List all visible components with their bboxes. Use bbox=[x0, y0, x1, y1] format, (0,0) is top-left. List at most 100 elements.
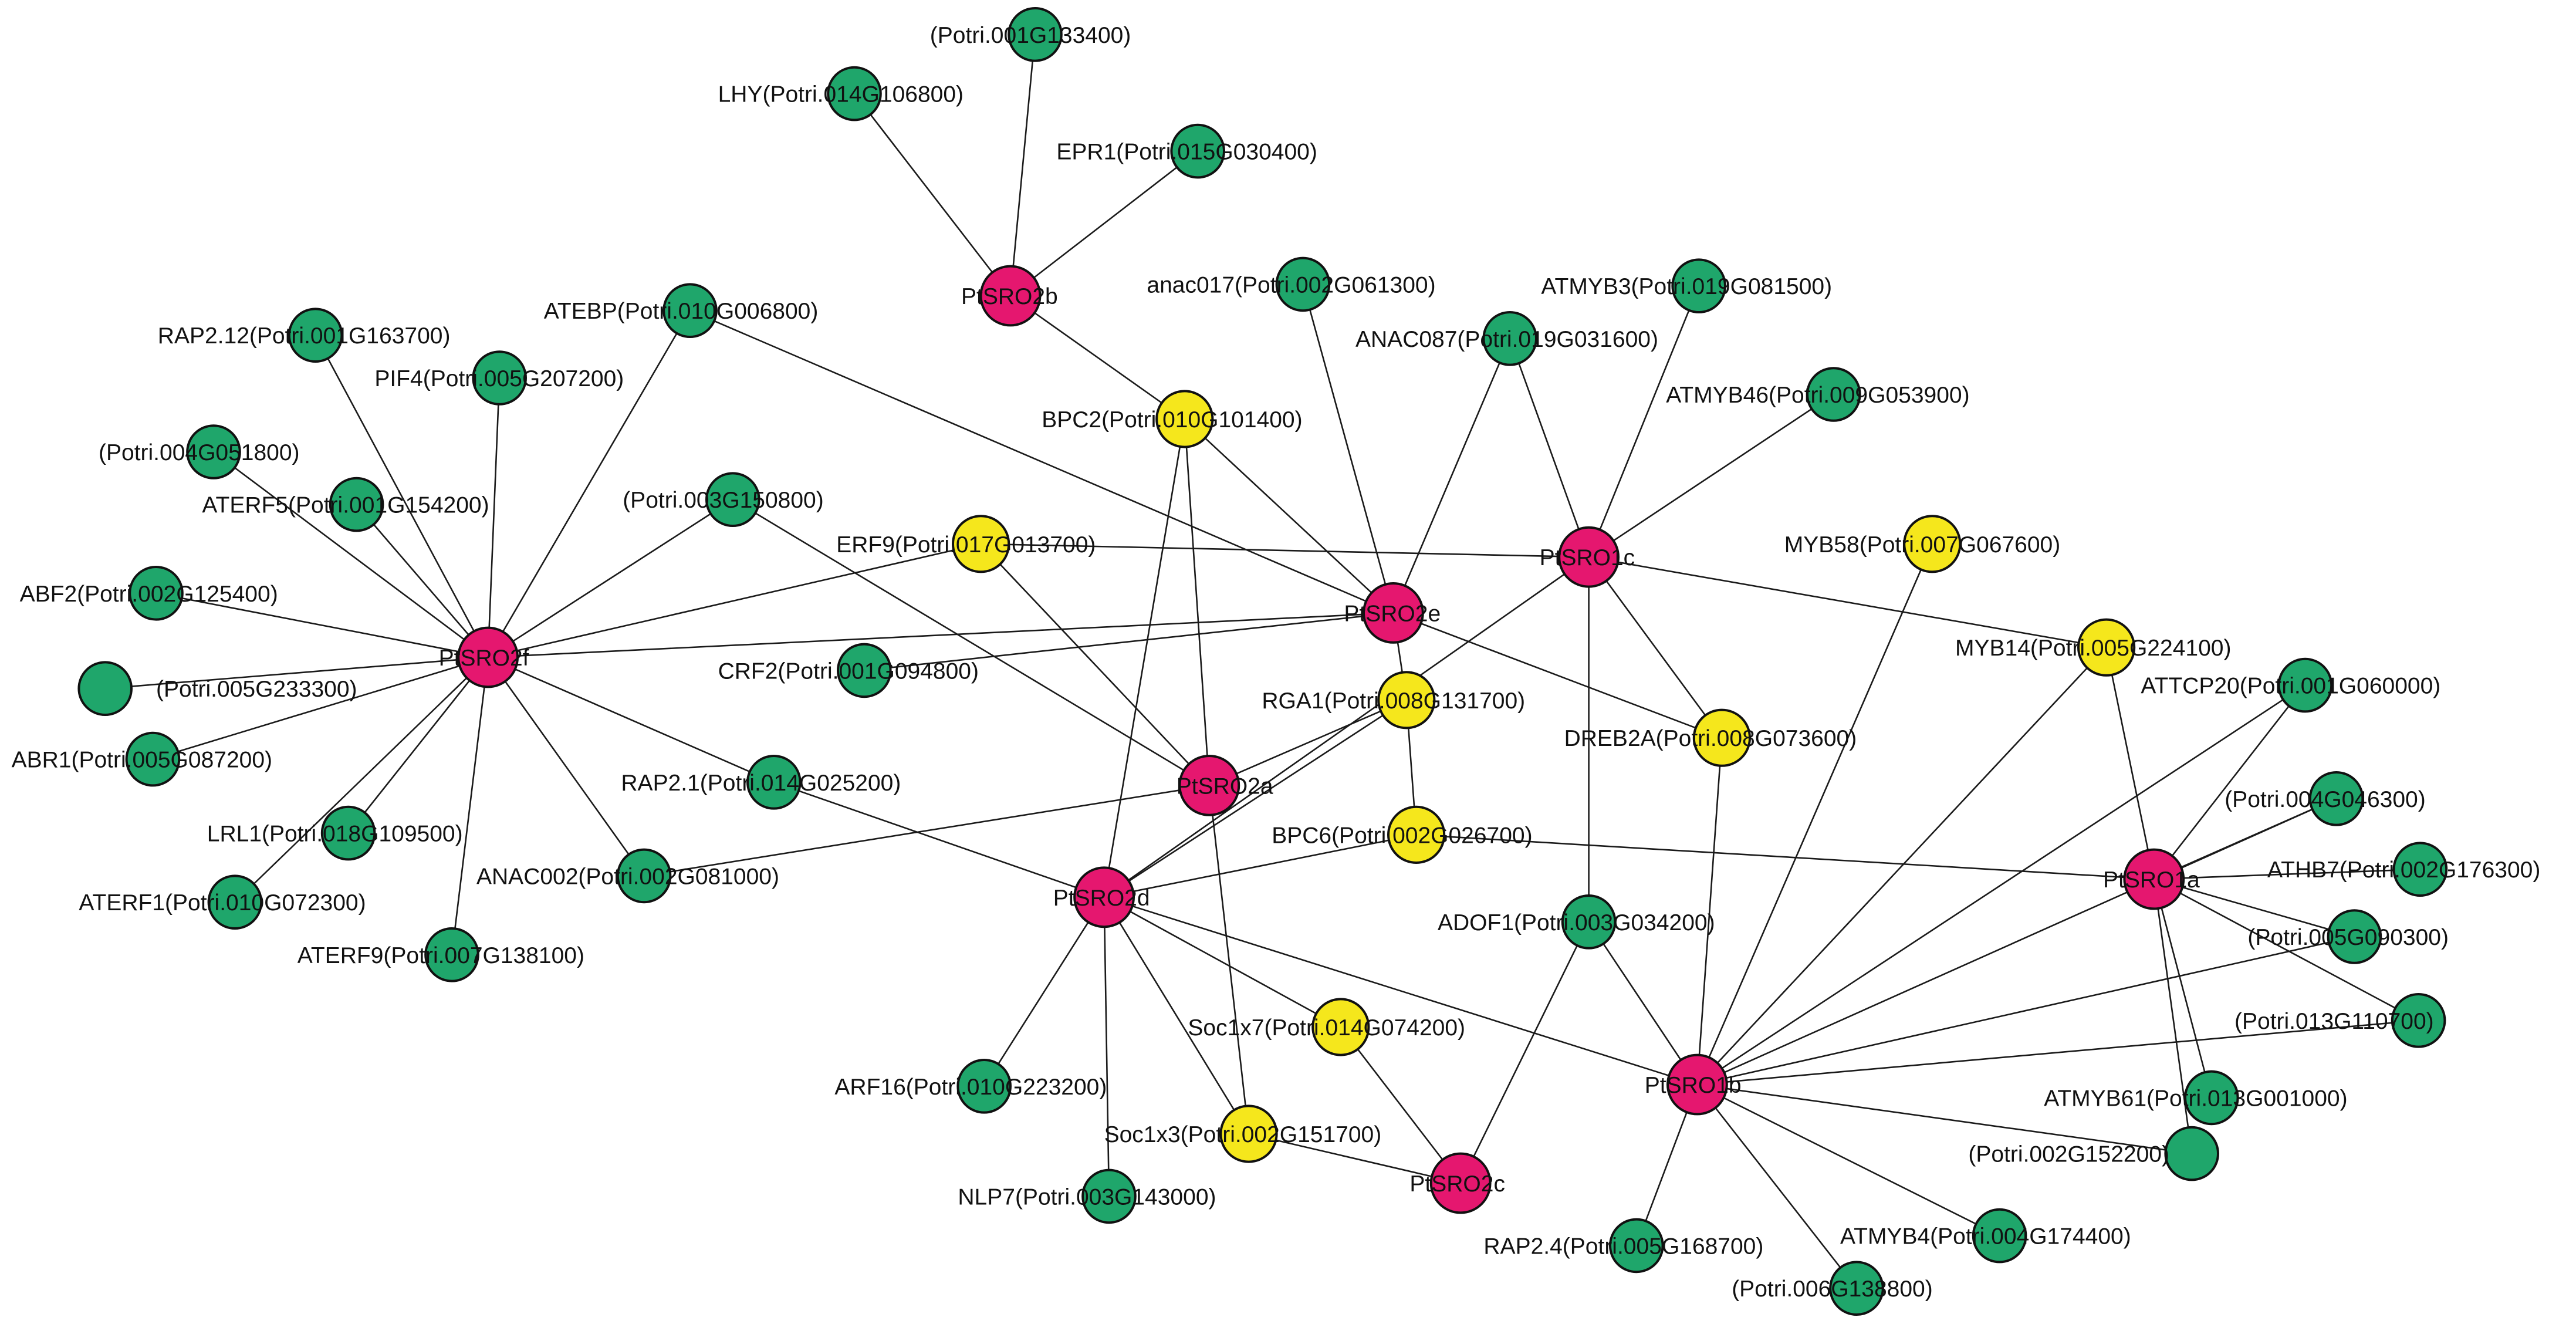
node-ATHB7[interactable]: ATHB7(Potri.002G176300) bbox=[2267, 842, 2540, 897]
node-LHY[interactable]: LHY(Potri.014G106800) bbox=[718, 66, 964, 121]
node-ATERF1[interactable]: ATERF1(Potri.010G072300) bbox=[79, 874, 366, 930]
node-ANAC002[interactable]: ANAC002(Potri.002G081000) bbox=[476, 848, 779, 904]
node-circle-RAP2_1[interactable] bbox=[746, 755, 802, 810]
node-ABR1[interactable]: ABR1(Potri.005G087200) bbox=[12, 731, 272, 787]
node-circle-Soc1x3[interactable] bbox=[1219, 1105, 1278, 1163]
node-circle-PtSRO2f[interactable] bbox=[457, 626, 519, 688]
node-P004G051800[interactable]: (Potri.004G051800) bbox=[99, 424, 300, 479]
node-PtSRO2f[interactable]: PtSRO2f bbox=[439, 626, 529, 688]
node-PtSRO1c[interactable]: PtSRO1c bbox=[1540, 526, 1635, 588]
node-circle-PtSRO2c[interactable] bbox=[1429, 1152, 1492, 1214]
node-P003G150800[interactable]: (Potri.003G150800) bbox=[623, 472, 824, 528]
node-circle-MYB58[interactable] bbox=[1903, 515, 1962, 573]
node-circle-PIF4[interactable] bbox=[472, 350, 528, 406]
node-circle-P001G133400[interactable] bbox=[1008, 7, 1063, 62]
node-circle-P005G233300[interactable] bbox=[77, 661, 133, 716]
node-DREB2A[interactable]: DREB2A(Potri.008G073600) bbox=[1564, 708, 1857, 767]
node-PtSRO2b[interactable]: PtSRO2b bbox=[961, 265, 1058, 327]
node-RAP2_12[interactable]: RAP2.12(Potri.001G163700) bbox=[158, 308, 451, 363]
node-circle-MYB14[interactable] bbox=[2077, 618, 2136, 677]
node-EPR1[interactable]: EPR1(Potri.015G030400) bbox=[1056, 123, 1317, 179]
node-circle-PtSRO1b[interactable] bbox=[1666, 1053, 1728, 1116]
node-ATTCP20[interactable]: ATTCP20(Potri.001G060000) bbox=[2141, 657, 2440, 713]
node-circle-EPR1[interactable] bbox=[1170, 123, 1225, 179]
node-PtSRO2a[interactable]: PtSRO2a bbox=[1177, 755, 1273, 816]
node-PtSRO2c[interactable]: PtSRO2c bbox=[1409, 1152, 1505, 1214]
node-CRF2[interactable]: CRF2(Potri.001G094800) bbox=[718, 643, 979, 698]
node-circle-ATERF9[interactable] bbox=[424, 927, 479, 982]
node-RAP2_1[interactable]: RAP2.1(Potri.014G025200) bbox=[621, 755, 901, 810]
node-circle-PtSRO1a[interactable] bbox=[2123, 848, 2185, 910]
node-circle-P005G090300[interactable] bbox=[2327, 909, 2382, 964]
node-ATMYB61[interactable]: ATMYB61(Potri.013G001000) bbox=[2044, 1070, 2348, 1126]
node-ATEBP[interactable]: ATEBP(Potri.010G006800) bbox=[544, 283, 819, 339]
node-P005G233300[interactable]: (Potri.005G233300) bbox=[77, 661, 357, 716]
node-circle-P004G046300[interactable] bbox=[2308, 771, 2364, 826]
node-circle-ERF9[interactable] bbox=[952, 515, 1010, 573]
node-NLP7[interactable]: NLP7(Potri.003G143000) bbox=[958, 1168, 1216, 1224]
node-circle-BPC2[interactable] bbox=[1155, 390, 1214, 448]
node-ATMYB46[interactable]: ATMYB46(Potri.009G053900) bbox=[1666, 367, 1970, 422]
node-circle-ABF2[interactable] bbox=[129, 566, 184, 621]
node-Soc1x3[interactable]: Soc1x3(Potri.002G151700) bbox=[1104, 1105, 1382, 1163]
node-PIF4[interactable]: PIF4(Potri.005G207200) bbox=[374, 350, 624, 406]
node-circle-P013G110700[interactable] bbox=[2391, 993, 2446, 1048]
node-circle-ATMYB3[interactable] bbox=[1671, 258, 1726, 314]
node-circle-PtSRO2a[interactable] bbox=[1178, 755, 1240, 816]
node-P006G138800[interactable]: (Potri.006G138800) bbox=[1732, 1261, 1933, 1316]
node-ABF2[interactable]: ABF2(Potri.002G125400) bbox=[20, 566, 278, 621]
node-circle-LRL1[interactable] bbox=[320, 805, 376, 861]
node-circle-ATMYB61[interactable] bbox=[2184, 1070, 2239, 1126]
node-ATERF9[interactable]: ATERF9(Potri.007G138100) bbox=[298, 927, 584, 982]
node-LRL1[interactable]: LRL1(Potri.018G109500) bbox=[207, 805, 463, 861]
node-circle-RAP2_12[interactable] bbox=[288, 308, 343, 363]
node-circle-P006G138800[interactable] bbox=[1829, 1261, 1884, 1316]
node-Soc1x7[interactable]: Soc1x7(Potri.014G074200) bbox=[1188, 998, 1465, 1056]
node-ERF9[interactable]: ERF9(Potri.017G013700) bbox=[836, 515, 1096, 573]
node-circle-ANAC087[interactable] bbox=[1482, 311, 1537, 366]
node-circle-ANAC002[interactable] bbox=[616, 848, 672, 904]
node-PtSRO1a[interactable]: PtSRO1a bbox=[2103, 848, 2200, 910]
node-ATERF5[interactable]: ATERF5(Potri.001G154200) bbox=[202, 477, 489, 532]
node-P001G133400[interactable]: (Potri.001G133400) bbox=[930, 7, 1131, 62]
node-circle-RGA1[interactable] bbox=[1377, 671, 1436, 729]
node-BPC6[interactable]: BPC6(Potri.002G026700) bbox=[1272, 805, 1533, 864]
node-circle-RAP2_4[interactable] bbox=[1609, 1218, 1664, 1274]
node-P005G090300[interactable]: (Potri.005G090300) bbox=[2247, 909, 2449, 964]
node-PtSRO2d[interactable]: PtSRO2d bbox=[1053, 866, 1150, 928]
node-circle-CRF2[interactable] bbox=[837, 643, 892, 698]
node-MYB14[interactable]: MYB14(Potri.005G224100) bbox=[1955, 618, 2231, 677]
node-PtSRO2e[interactable]: PtSRO2e bbox=[1344, 582, 1441, 644]
node-circle-PtSRO2d[interactable] bbox=[1073, 866, 1135, 928]
node-circle-ATMYB46[interactable] bbox=[1806, 367, 1861, 422]
node-RGA1[interactable]: RGA1(Potri.008G131700) bbox=[1262, 671, 1525, 729]
node-PtSRO1b[interactable]: PtSRO1b bbox=[1645, 1053, 1742, 1116]
node-circle-ADOF1[interactable] bbox=[1561, 894, 1617, 950]
node-circle-anac017[interactable] bbox=[1275, 256, 1331, 312]
node-circle-PtSRO2e[interactable] bbox=[1363, 582, 1424, 644]
node-circle-BPC6[interactable] bbox=[1387, 805, 1446, 864]
node-circle-ATEBP[interactable] bbox=[662, 283, 718, 339]
node-circle-ATTCP20[interactable] bbox=[2277, 657, 2333, 713]
node-circle-LHY[interactable] bbox=[827, 66, 882, 121]
node-anac017[interactable]: anac017(Potri.002G061300) bbox=[1147, 256, 1436, 312]
node-ATMYB4[interactable]: ATMYB4(Potri.004G174400) bbox=[1840, 1208, 2131, 1264]
node-ATMYB3[interactable]: ATMYB3(Potri.019G081500) bbox=[1541, 258, 1832, 314]
node-circle-Soc1x7[interactable] bbox=[1311, 998, 1370, 1056]
node-ADOF1[interactable]: ADOF1(Potri.003G034200) bbox=[1438, 894, 1715, 950]
node-circle-ATERF5[interactable] bbox=[329, 477, 384, 532]
node-circle-ABR1[interactable] bbox=[125, 731, 181, 787]
node-RAP2_4[interactable]: RAP2.4(Potri.005G168700) bbox=[1483, 1218, 1763, 1274]
node-circle-ATHB7[interactable] bbox=[2392, 842, 2448, 897]
node-circle-DREB2A[interactable] bbox=[1692, 708, 1751, 767]
node-circle-ATERF1[interactable] bbox=[207, 874, 263, 930]
node-circle-ATMYB4[interactable] bbox=[1972, 1208, 2027, 1264]
node-P004G046300[interactable]: (Potri.004G046300) bbox=[2225, 771, 2426, 826]
node-P013G110700[interactable]: (Potri.013G110700) bbox=[2234, 993, 2446, 1048]
node-circle-NLP7[interactable] bbox=[1081, 1168, 1137, 1224]
node-circle-PtSRO2b[interactable] bbox=[979, 265, 1042, 327]
node-circle-P004G051800[interactable] bbox=[186, 424, 241, 479]
node-BPC2[interactable]: BPC2(Potri.010G101400) bbox=[1042, 390, 1303, 448]
node-circle-P002G152200[interactable] bbox=[2164, 1126, 2219, 1181]
node-circle-PtSRO1c[interactable] bbox=[1558, 526, 1620, 588]
